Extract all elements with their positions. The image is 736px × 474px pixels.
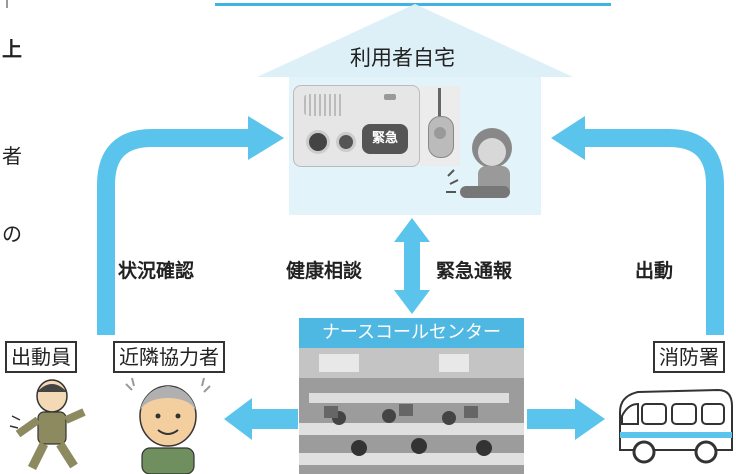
dispatch-label: 出動 <box>635 260 674 282</box>
emergency-call-label: 緊急通報 <box>436 260 513 282</box>
house-title: 利用者自宅 <box>350 46 455 70</box>
top-divider-line <box>215 3 611 6</box>
indicator-light <box>384 94 396 100</box>
elderly-person-illustration <box>446 128 512 198</box>
emergency-terminal: 緊急 <box>293 85 420 167</box>
top-left-tick <box>6 0 8 8</box>
nurse-call-center-title: ナースコールセンター <box>321 322 502 343</box>
speaker-grille <box>304 94 344 116</box>
dispatch-arrow <box>551 116 724 335</box>
left-fragment-1: 上 <box>2 37 22 61</box>
ambulance-illustration <box>619 388 733 464</box>
nurse-call-center-panel: ナースコールセンター <box>299 318 524 474</box>
call-button-icon <box>306 130 330 154</box>
dispatcher-running-illustration <box>9 379 86 471</box>
status-check-label: 状況確認 <box>118 260 195 282</box>
neighbor-illustration <box>125 377 211 474</box>
house-roof <box>257 4 573 77</box>
call-center-photo <box>299 348 524 474</box>
left-fragment-2: 者 <box>2 144 22 168</box>
pendant-photo <box>420 86 460 166</box>
arrow-to-neighbor <box>224 398 298 440</box>
emergency-button-label: 緊急 <box>371 131 398 146</box>
fire-station-box: 消防署 <box>653 341 725 373</box>
pendant-cord <box>438 88 441 118</box>
neighbor-box: 近隣協力者 <box>113 341 225 373</box>
arrow-to-fire-station <box>527 398 605 440</box>
left-fragment-3: の <box>2 222 22 246</box>
pendant-button-icon <box>434 127 446 139</box>
cancel-button-icon <box>336 132 356 152</box>
pendant-icon <box>428 116 454 158</box>
status-check-arrow <box>97 116 284 335</box>
health-consult-label: 健康相談 <box>286 260 363 282</box>
nurse-call-center-header: ナースコールセンター <box>299 318 524 348</box>
vertical-double-arrow <box>394 218 430 314</box>
dispatcher-box: 出動員 <box>5 341 77 373</box>
emergency-button: 緊急 <box>362 124 408 154</box>
